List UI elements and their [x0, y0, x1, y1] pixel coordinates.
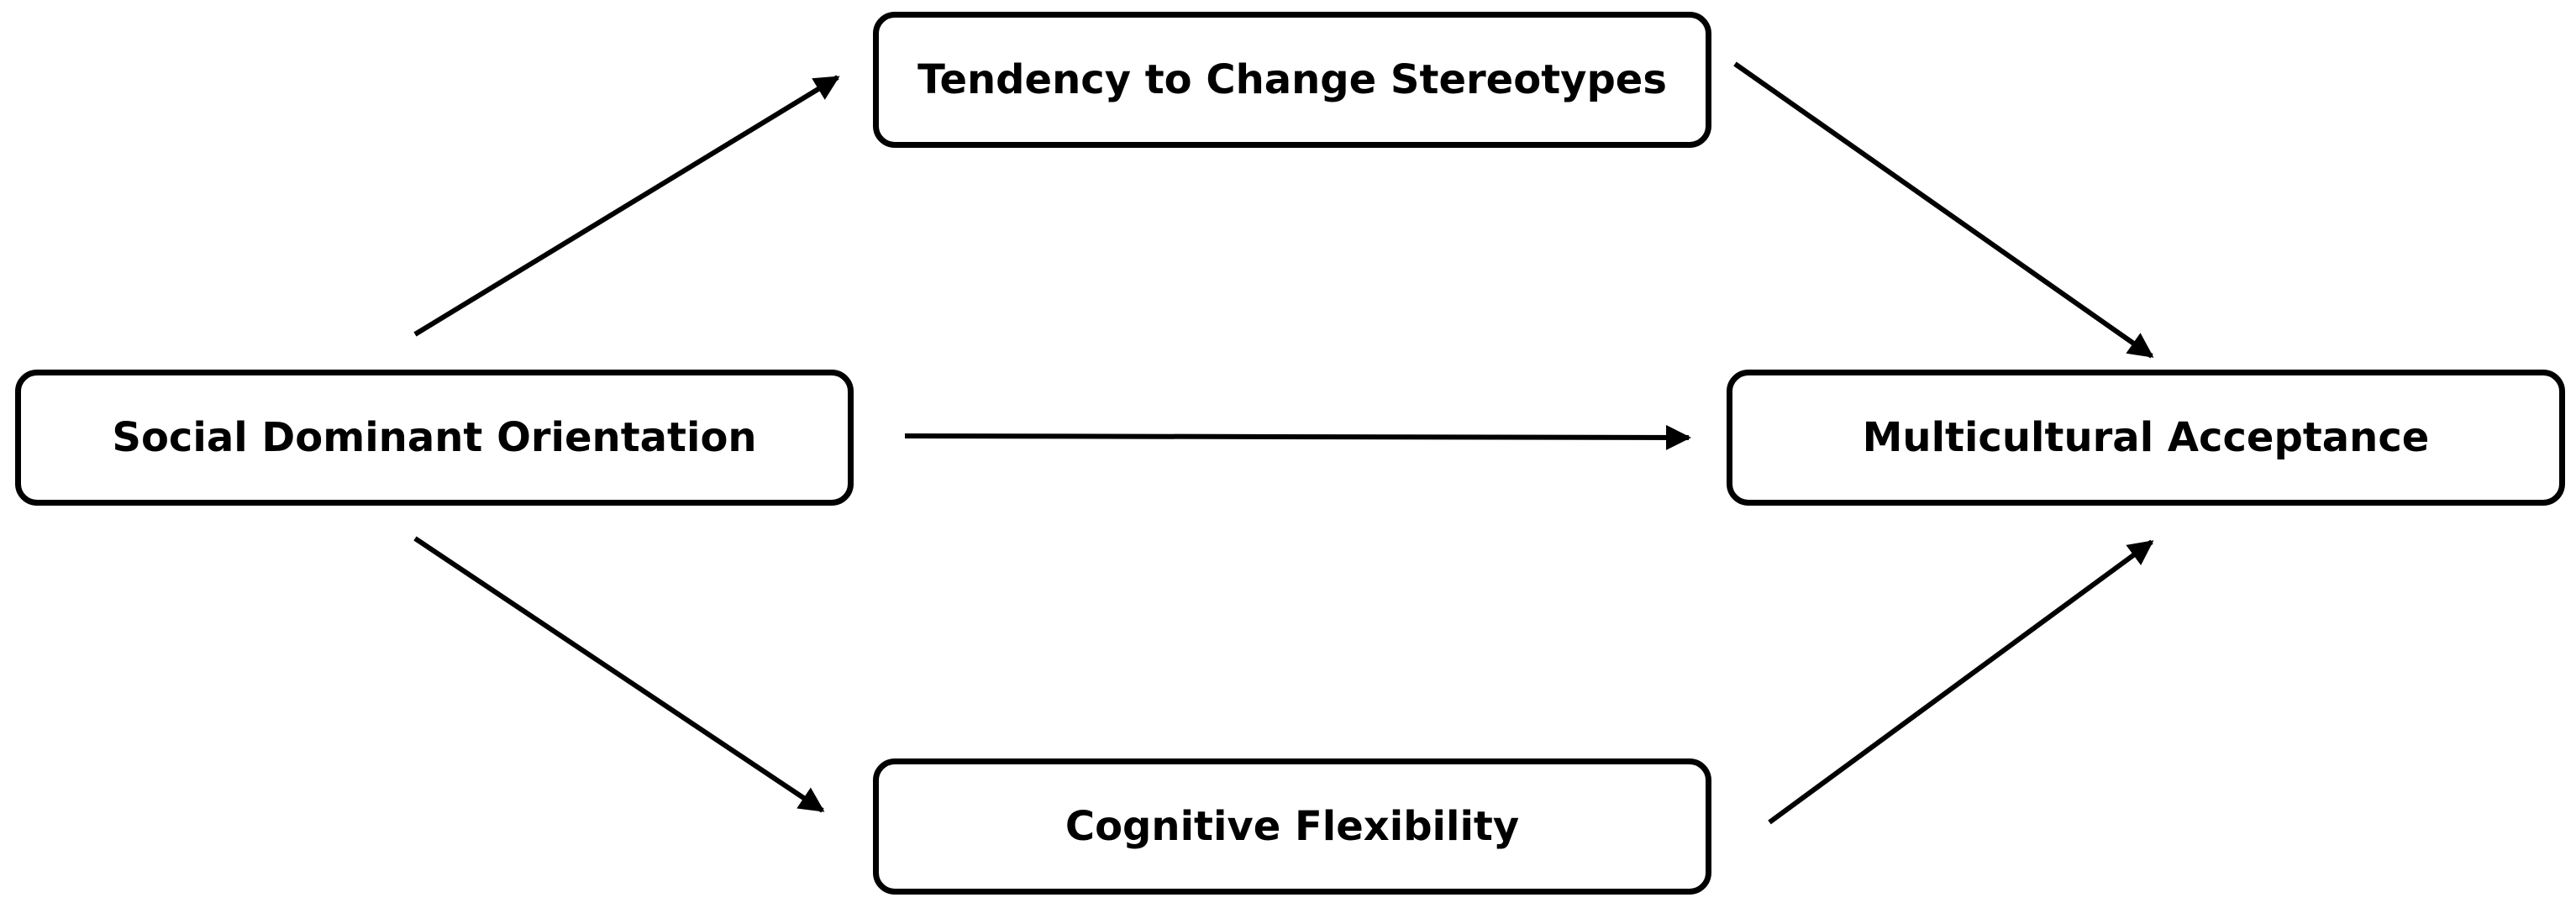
node-social-dominant-orientation: Social Dominant Orientation	[15, 370, 854, 506]
arrow-tcs-to-ma	[1733, 61, 2154, 359]
arrow-cf-to-ma	[1768, 539, 2154, 825]
arrow-sdo-to-tcs	[413, 75, 840, 337]
node-label: Cognitive Flexibility	[1065, 803, 1520, 850]
arrow-sdo-to-ma	[904, 424, 1691, 450]
node-multicultural-acceptance: Multicultural Acceptance	[1727, 370, 2565, 506]
node-cognitive-flexibility: Cognitive Flexibility	[873, 758, 1711, 895]
node-label: Social Dominant Orientation	[112, 414, 757, 461]
node-label: Tendency to Change Stereotypes	[917, 56, 1667, 103]
node-tendency-to-change-stereotypes: Tendency to Change Stereotypes	[873, 12, 1711, 148]
arrow-sdo-to-cf	[413, 536, 825, 813]
node-label: Multicultural Acceptance	[1862, 414, 2430, 461]
